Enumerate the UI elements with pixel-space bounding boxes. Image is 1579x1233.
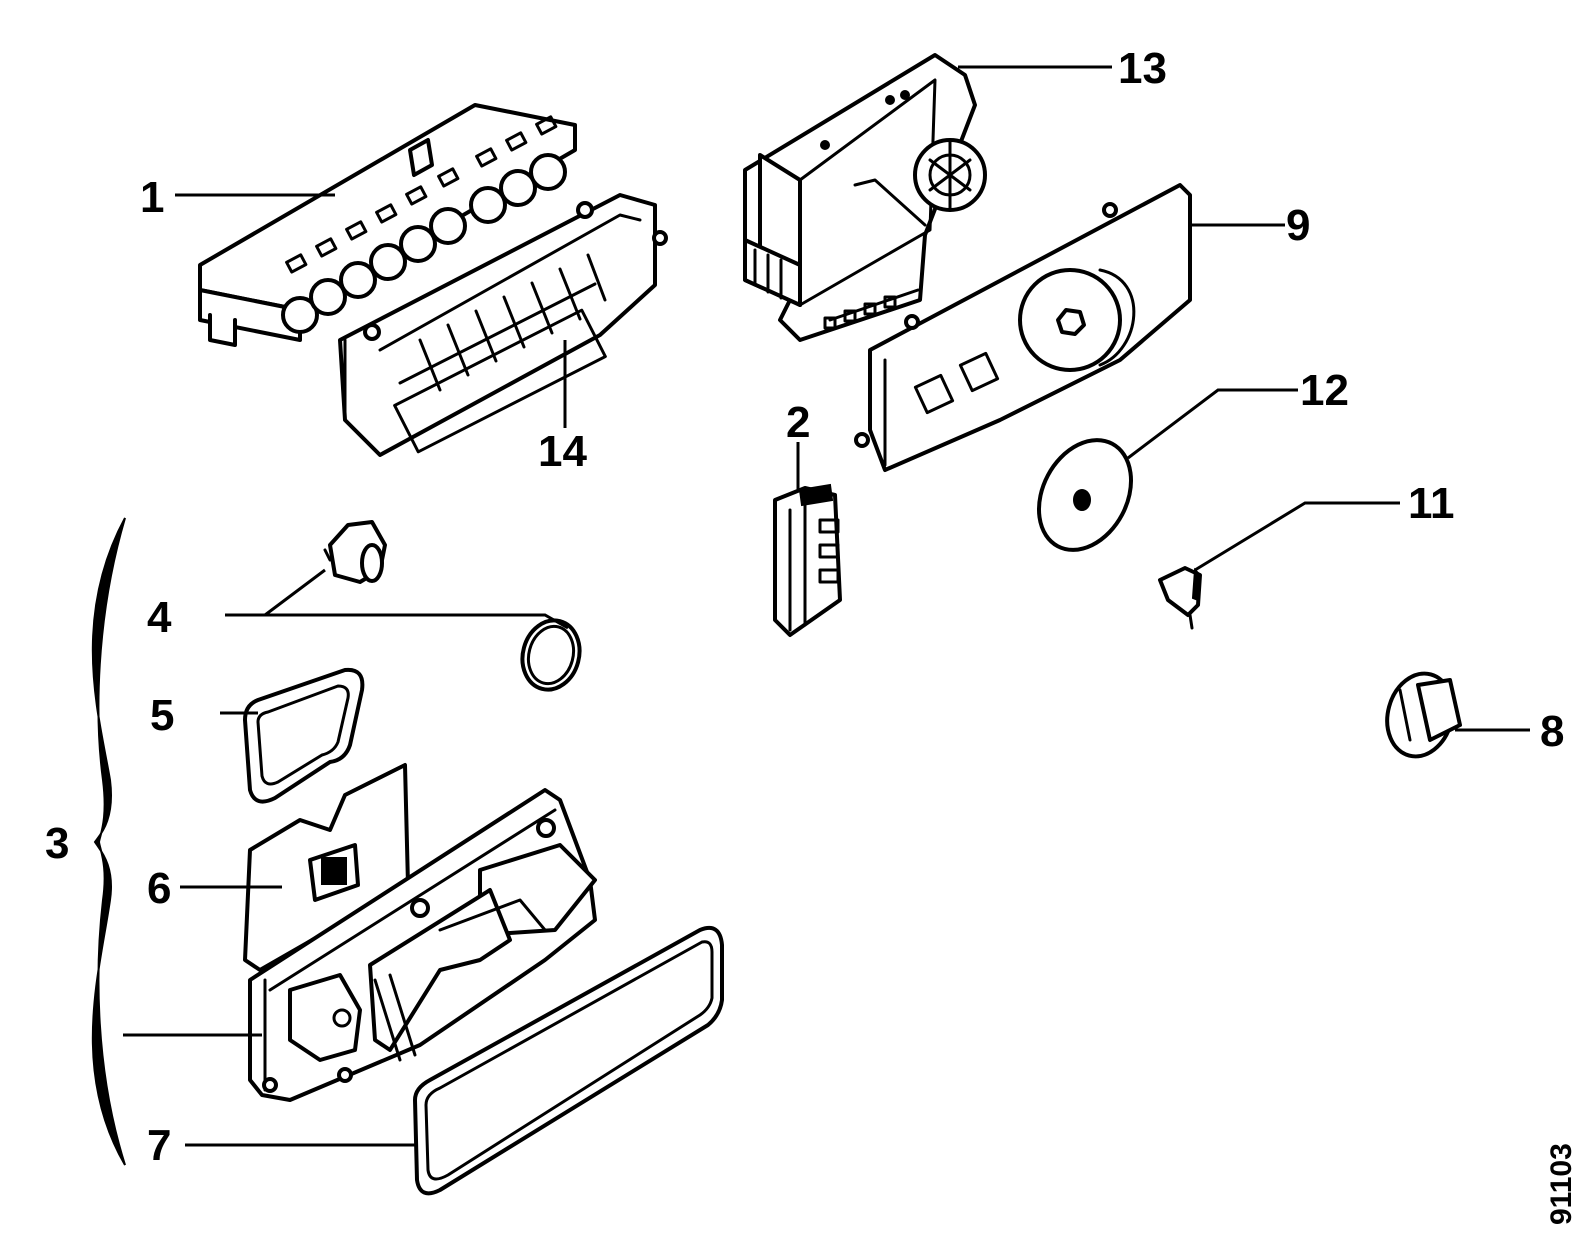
drawing-number: 91103	[1545, 1143, 1578, 1225]
callout-1: 1	[140, 173, 164, 222]
part-9-timer-bracket	[854, 183, 1192, 472]
callout-8: 8	[1540, 707, 1564, 756]
callout-13: 13	[1118, 44, 1167, 93]
callout-5: 5	[150, 691, 174, 740]
leader-4-holder	[264, 568, 326, 617]
part-8-knob	[1385, 671, 1462, 759]
leader-11	[1194, 501, 1400, 572]
callout-9: 9	[1286, 201, 1310, 250]
callout-2: 2	[786, 398, 810, 447]
part-11-clip	[1158, 566, 1202, 630]
part-4-o-ring	[520, 618, 582, 692]
callout-12: 12	[1300, 366, 1349, 415]
part-1-button-switch-block	[198, 103, 577, 347]
callout-14: 14	[538, 427, 587, 476]
leader-4-ring	[225, 613, 569, 630]
switch-windows	[285, 115, 558, 274]
part-5-gasket	[243, 667, 365, 804]
panel-key-grid	[393, 253, 607, 454]
leader-lines	[123, 65, 1530, 1147]
part-7-door-gasket	[413, 925, 724, 1196]
leader-12	[1127, 388, 1298, 460]
callout-6: 6	[147, 864, 171, 913]
callout-3: 3	[45, 819, 69, 868]
part-12-disc	[1036, 438, 1134, 552]
callout-4: 4	[147, 593, 172, 642]
part-2-switch	[773, 483, 842, 637]
callout-7: 7	[147, 1121, 171, 1170]
part-6-cover-plate	[243, 763, 410, 972]
part-14-button-panel	[338, 193, 668, 457]
part-13-programme-timer	[743, 53, 987, 342]
part-4-lamp-holder	[323, 520, 387, 584]
callout-11: 11	[1408, 479, 1455, 528]
part-3-door-lock-assembly	[248, 788, 597, 1102]
callout-labels: 1 14 13 9 12 2 11 4 5 8 3 6 7	[45, 44, 1564, 1170]
group-3-brace	[91, 517, 126, 1166]
switch-buttons	[281, 153, 567, 334]
